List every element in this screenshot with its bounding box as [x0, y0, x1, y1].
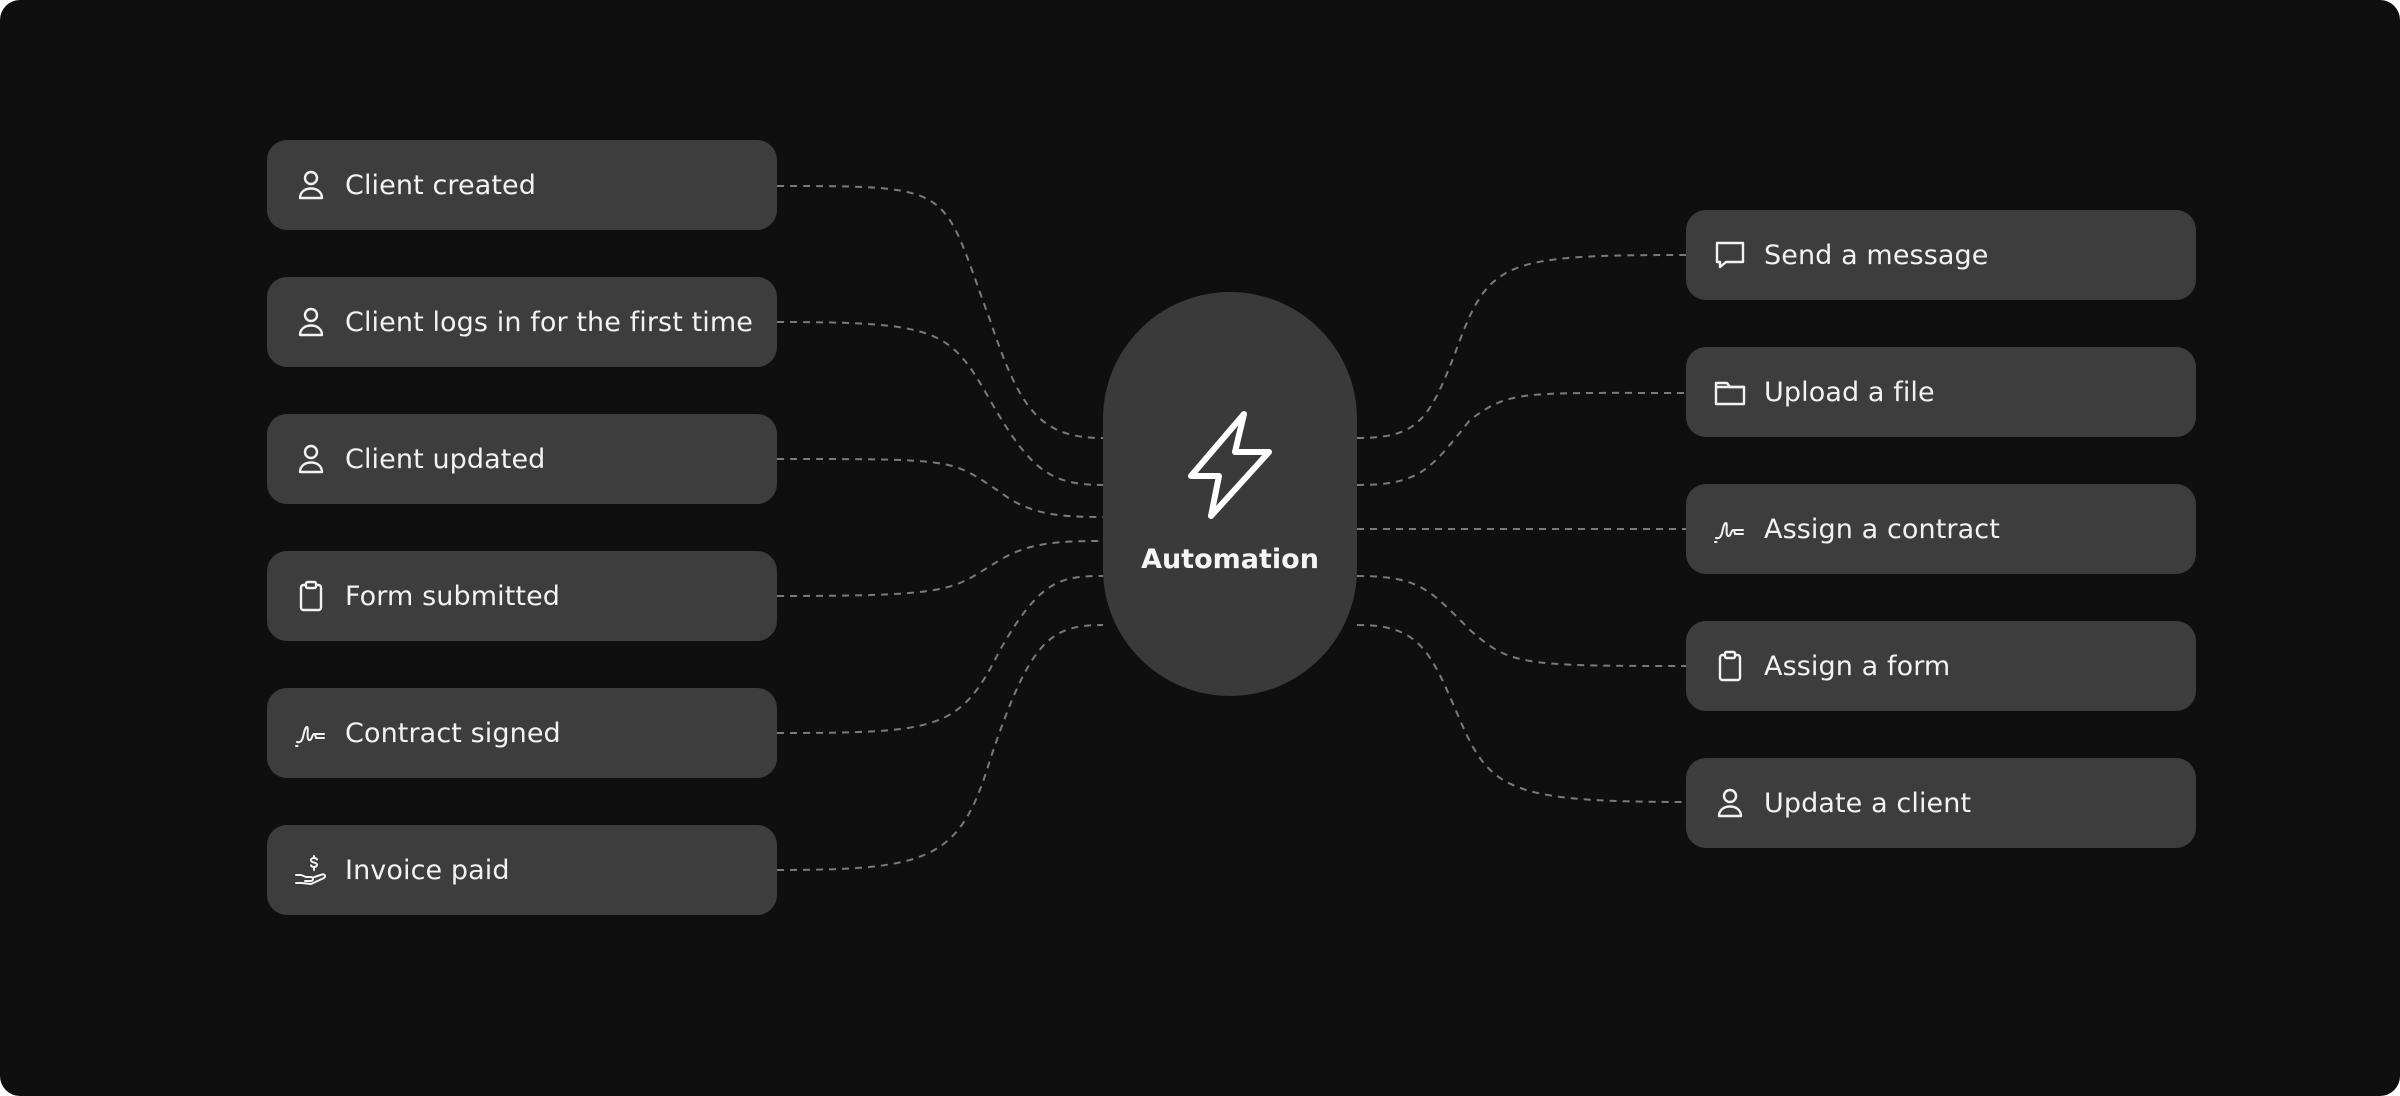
- user-icon: [293, 441, 329, 477]
- action-label: Assign a form: [1764, 650, 1951, 682]
- connector-trigger-1: [776, 185, 1104, 439]
- trigger-card-client-created[interactable]: Client created: [267, 140, 777, 230]
- trigger-card-form-submitted[interactable]: Form submitted: [267, 551, 777, 641]
- lightning-bolt-icon: [1188, 411, 1272, 519]
- message-icon: [1712, 237, 1748, 273]
- clipboard-icon: [293, 578, 329, 614]
- trigger-label: Form submitted: [345, 580, 561, 612]
- trigger-card-client-first-login[interactable]: Client logs in for the first time: [267, 277, 777, 367]
- action-card-send-message[interactable]: Send a message: [1686, 210, 2196, 300]
- action-card-upload-file[interactable]: Upload a file: [1686, 347, 2196, 437]
- action-label: Assign a contract: [1764, 513, 2000, 545]
- signature-icon: [1712, 511, 1748, 547]
- action-card-assign-contract[interactable]: Assign a contract: [1686, 484, 2196, 574]
- hand-dollar-icon: [293, 852, 329, 888]
- hub-label: Automation: [1141, 544, 1319, 575]
- connector-trigger-5: [776, 575, 1104, 734]
- trigger-card-invoice-paid[interactable]: Invoice paid: [267, 825, 777, 915]
- connector-trigger-3: [776, 458, 1104, 518]
- action-label: Send a message: [1764, 239, 1989, 271]
- trigger-card-client-updated[interactable]: Client updated: [267, 414, 777, 504]
- connector-trigger-2: [776, 321, 1104, 486]
- connector-action-5: [1356, 624, 1687, 803]
- action-label: Update a client: [1764, 787, 1972, 819]
- connector-trigger-4: [776, 540, 1104, 597]
- user-icon: [293, 304, 329, 340]
- signature-icon: [293, 715, 329, 751]
- trigger-label: Client logs in for the first time: [345, 306, 753, 338]
- clipboard-icon: [1712, 648, 1748, 684]
- action-card-update-client[interactable]: Update a client: [1686, 758, 2196, 848]
- trigger-label: Client created: [345, 169, 536, 201]
- folder-icon: [1712, 374, 1748, 410]
- connector-trigger-6: [776, 624, 1104, 871]
- connector-action-4: [1356, 575, 1687, 667]
- trigger-label: Contract signed: [345, 717, 561, 749]
- trigger-label: Invoice paid: [345, 854, 510, 886]
- action-card-assign-form[interactable]: Assign a form: [1686, 621, 2196, 711]
- action-label: Upload a file: [1764, 376, 1935, 408]
- connector-action-2: [1356, 391, 1687, 486]
- automation-hub[interactable]: Automation: [1103, 292, 1357, 696]
- user-icon: [1712, 785, 1748, 821]
- connector-action-1: [1356, 254, 1687, 439]
- user-icon: [293, 167, 329, 203]
- trigger-card-contract-signed[interactable]: Contract signed: [267, 688, 777, 778]
- trigger-label: Client updated: [345, 443, 546, 475]
